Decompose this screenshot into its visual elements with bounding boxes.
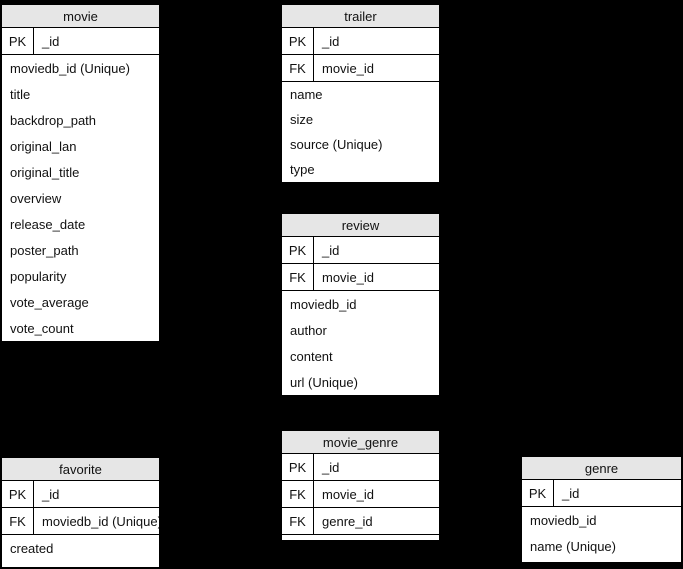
field-name-cell: moviedb_id (Unique) xyxy=(42,513,159,529)
table-title: genre xyxy=(522,457,681,480)
key-row: PK _id xyxy=(282,28,439,55)
field-name-cell: _id xyxy=(42,486,60,502)
key-row: FK movie_id xyxy=(282,264,439,291)
field-row: popularity xyxy=(2,263,159,289)
field-row: name (Unique) xyxy=(522,533,681,559)
field-row: size xyxy=(282,107,439,132)
field-row: title xyxy=(2,81,159,107)
field-row: created xyxy=(2,535,159,561)
key-row: FK movie_id xyxy=(282,481,439,508)
key-type-cell: PK xyxy=(522,480,554,506)
field-row: content xyxy=(282,343,439,369)
field-row: source (Unique) xyxy=(282,132,439,157)
field-name-cell: movie_id xyxy=(322,60,375,76)
field-row: url (Unique) xyxy=(282,369,439,395)
table-title: favorite xyxy=(2,458,159,481)
key-row: FK moviedb_id (Unique) xyxy=(2,508,159,535)
field-row: release_date xyxy=(2,211,159,237)
key-type-cell: PK xyxy=(282,28,314,54)
field-row: moviedb_id (Unique) xyxy=(2,55,159,81)
empty-row-stub xyxy=(282,535,439,540)
field-row: original_lan xyxy=(2,133,159,159)
key-type-cell: FK xyxy=(282,508,314,534)
key-row: PK _id xyxy=(282,237,439,264)
field-row: type xyxy=(282,157,439,182)
key-type-cell: PK xyxy=(2,481,34,507)
field-name-cell: _id xyxy=(322,33,340,49)
key-row: PK _id xyxy=(2,28,159,55)
field-name-cell: _id xyxy=(42,33,60,49)
field-name-cell: _id xyxy=(322,459,340,475)
field-row: moviedb_id xyxy=(522,507,681,533)
field-row: moviedb_id xyxy=(282,291,439,317)
field-row: backdrop_path xyxy=(2,107,159,133)
table-title: movie xyxy=(2,5,159,28)
key-row: FK genre_id xyxy=(282,508,439,535)
key-row: PK _id xyxy=(282,454,439,481)
field-row: vote_count xyxy=(2,315,159,341)
field-name-cell: _id xyxy=(322,242,340,258)
field-name-cell: genre_id xyxy=(322,513,373,529)
field-name-cell: movie_id xyxy=(322,486,375,502)
field-row: overview xyxy=(2,185,159,211)
field-name-cell: _id xyxy=(562,485,580,501)
key-type-cell: PK xyxy=(2,28,34,54)
key-type-cell: FK xyxy=(282,481,314,507)
key-row: PK _id xyxy=(522,480,681,507)
table-title: trailer xyxy=(282,5,439,28)
key-type-cell: FK xyxy=(282,264,314,290)
table-title: review xyxy=(282,214,439,237)
field-row: name xyxy=(282,82,439,107)
table-title: movie_genre xyxy=(282,431,439,454)
key-row: FK movie_id xyxy=(282,55,439,82)
empty-row-stub xyxy=(522,559,681,562)
key-row: PK _id xyxy=(2,481,159,508)
key-type-cell: PK xyxy=(282,237,314,263)
field-row: author xyxy=(282,317,439,343)
field-name-cell: movie_id xyxy=(322,269,375,285)
key-type-cell: PK xyxy=(282,454,314,480)
field-row: original_title xyxy=(2,159,159,185)
field-row: vote_average xyxy=(2,289,159,315)
key-type-cell: FK xyxy=(282,55,314,81)
key-type-cell: FK xyxy=(2,508,34,534)
field-row: poster_path xyxy=(2,237,159,263)
empty-row-stub xyxy=(2,561,159,567)
